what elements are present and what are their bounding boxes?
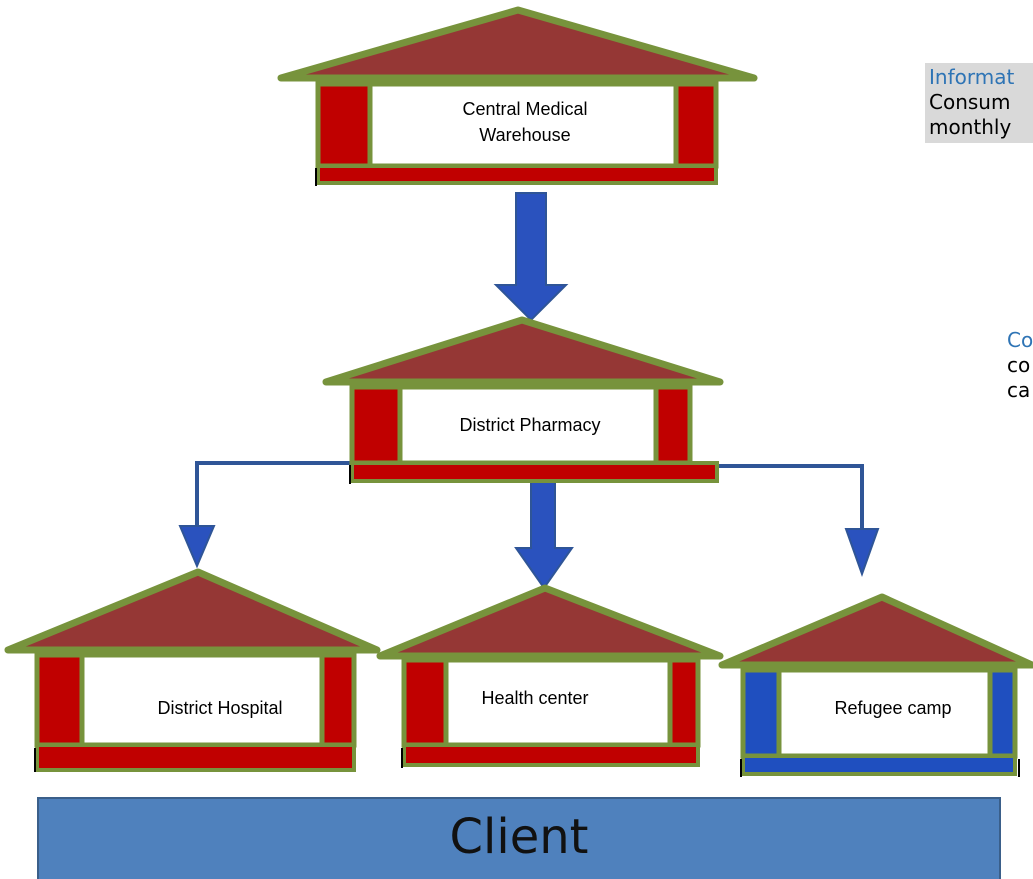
foundation: [316, 164, 718, 185]
connector-to-hospital: [195, 461, 352, 530]
connector-to-refugee: [714, 464, 864, 533]
roof: [277, 6, 758, 82]
label-district-hospital: District Hospital: [157, 698, 283, 718]
secondary-note-heading: Co: [1007, 328, 1033, 352]
wall-right: [673, 81, 719, 169]
information-note-heading: Informat: [929, 65, 1015, 89]
wall-right: [653, 384, 693, 466]
house-district-hospital: [4, 568, 381, 772]
roof: [4, 568, 381, 654]
wall-left: [401, 657, 449, 748]
arrowhead-to-hospital: [178, 525, 216, 569]
wall-left: [315, 81, 373, 169]
secondary-note-line: ca: [1007, 378, 1031, 402]
secondary-note-line: co: [1007, 353, 1031, 377]
arrowhead-to-refugee: [844, 528, 880, 577]
house-refugee-camp: [718, 593, 1033, 777]
wall-right: [987, 667, 1018, 759]
roof: [718, 593, 1033, 669]
house-body: [397, 384, 659, 466]
client-bar: Client: [37, 797, 1001, 879]
house-body: [79, 652, 325, 748]
wall-left: [740, 667, 782, 759]
label-health-center: Health center: [481, 688, 589, 708]
branch-connectors: [178, 461, 880, 577]
client-label: Client: [449, 809, 589, 865]
label-refugee-camp: Refugee camp: [834, 698, 952, 718]
house-central-warehouse: [277, 6, 758, 186]
foundation: [741, 754, 1017, 776]
house-district-pharmacy: [322, 316, 724, 484]
information-note: Informat Consum monthly: [925, 63, 1033, 143]
secondary-note: Co co ca: [1002, 326, 1033, 406]
wall-right: [667, 657, 701, 748]
foundation: [402, 743, 700, 767]
foundation: [35, 743, 356, 772]
label-district-pharmacy: District Pharmacy: [459, 415, 601, 435]
arrow-warehouse-to-pharmacy: [493, 192, 569, 322]
foundation: [350, 461, 719, 483]
roof: [322, 316, 724, 386]
roof: [376, 584, 724, 660]
house-health-center: [376, 584, 724, 768]
arrow-pharmacy-to-health-center: [514, 480, 574, 590]
wall-left: [34, 652, 85, 748]
information-note-line: monthly: [929, 115, 1012, 139]
wall-left: [349, 384, 403, 466]
information-note-line: Consum: [929, 90, 1011, 114]
